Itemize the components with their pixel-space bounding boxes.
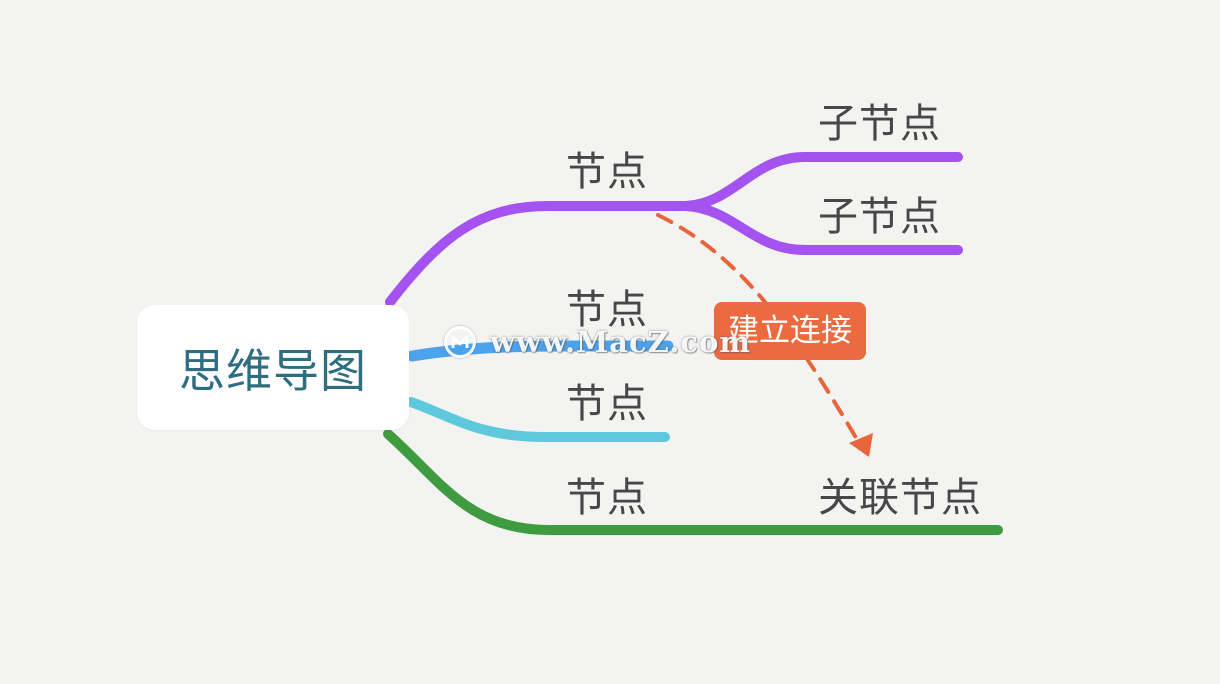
branch-line-3 [406,397,670,442]
branch-node-2[interactable]: 节点 [566,287,648,333]
central-topic-label: 思维导图 [179,343,367,398]
related-node[interactable]: 关联节点 [818,475,982,521]
relationship-label: 建立连接 [728,312,852,349]
branch-line-4 [383,429,1003,535]
child-line-1-2 [681,201,963,255]
branch-line-2 [406,340,674,362]
child-line-1-1 [681,152,963,211]
child-node-1-1[interactable]: 子节点 [818,101,941,147]
relationship-arrowhead [849,433,873,457]
branch-node-4[interactable]: 节点 [566,475,648,521]
relationship-label-box[interactable]: 建立连接 [714,302,866,360]
branch-node-1[interactable]: 节点 [566,149,648,195]
central-topic[interactable]: 思维导图 [137,305,409,430]
child-node-1-2[interactable]: 子节点 [818,194,941,240]
branch-node-3[interactable]: 节点 [566,381,648,427]
branch-line-1 [385,201,693,307]
